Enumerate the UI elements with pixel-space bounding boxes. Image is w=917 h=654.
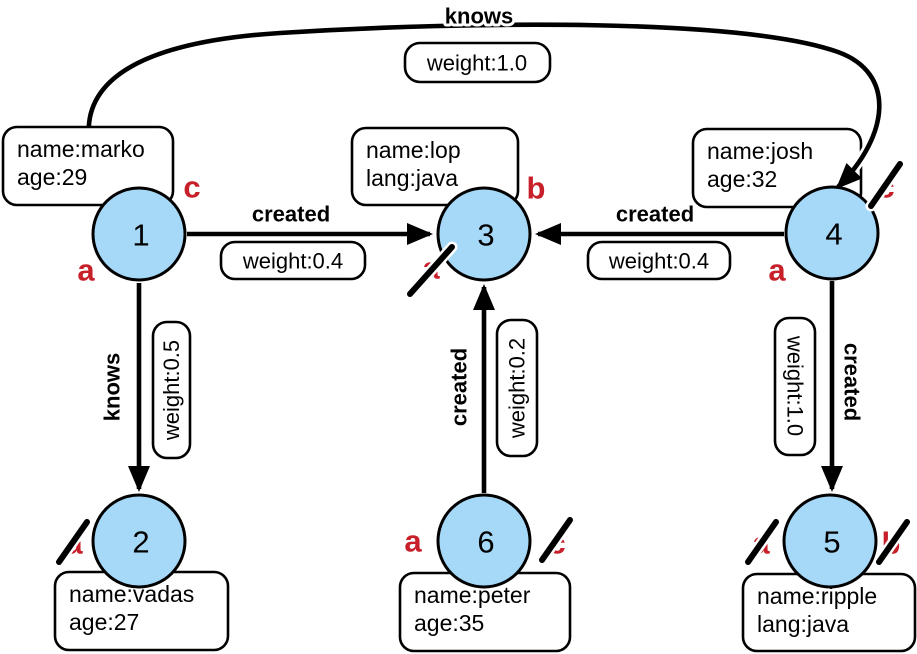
vertex-6: 6: [436, 493, 532, 589]
vertex-id: 5: [823, 525, 840, 560]
weight-box-knows-1-2: weight:0.5: [151, 320, 192, 460]
slash-c-vertex-6: [536, 514, 576, 566]
slash-a-vertex-2: [53, 516, 93, 568]
vertex-id: 6: [477, 525, 494, 560]
vertex-5: 5: [782, 493, 878, 589]
edge-label-knows-1-2: knows: [100, 353, 125, 421]
edge-label-created-1-3: created: [252, 202, 330, 227]
weight-box-knows-top: weight:1.0: [403, 41, 552, 84]
edge-label-knows-top: knows: [445, 4, 513, 29]
property-text: age:35: [414, 610, 484, 636]
edge-label-created-4-3: created: [616, 202, 694, 227]
step-label-a-vertex-6: a: [404, 524, 422, 559]
weight-text: weight:0.4: [242, 249, 343, 274]
vertex-id: 2: [132, 525, 149, 560]
vertex-1: 1: [91, 186, 187, 282]
property-box-ripple: name:ripple lang:java: [741, 572, 917, 653]
vertex-id: 3: [477, 218, 494, 253]
property-text: name:marko: [17, 136, 145, 162]
step-label-b-vertex-3: b: [527, 171, 546, 206]
weight-box-created-1-3: weight:0.4: [219, 240, 367, 281]
vertex-2: 2: [91, 493, 187, 589]
weight-text: weight:1.0: [426, 51, 527, 76]
edge-label-created-4-5: created: [840, 343, 865, 421]
weight-text: weight:0.2: [505, 338, 530, 439]
property-text: age:29: [17, 164, 87, 190]
weight-box-created-4-3: weight:0.4: [586, 240, 732, 281]
weight-box-created-4-5: weight:1.0: [773, 316, 817, 457]
slash-a-vertex-5: [742, 516, 782, 568]
weight-text: weight:1.0: [783, 335, 808, 436]
slash-a-vertex-3: [404, 241, 458, 300]
property-text: age:27: [69, 609, 139, 635]
vertex-3: 3: [436, 186, 532, 282]
property-text: name:ripple: [757, 583, 877, 609]
step-label-c-vertex-1: c: [183, 170, 200, 205]
property-text: name:lop: [366, 137, 461, 163]
property-text: name:josh: [707, 138, 813, 164]
property-box-marko: name:marko age:29: [1, 125, 175, 207]
property-text: age:32: [707, 166, 777, 192]
weight-box-created-6-3: weight:0.2: [495, 318, 539, 458]
step-label-a-vertex-1: a: [77, 253, 95, 288]
vertex-4: 4: [784, 185, 880, 281]
vertex-id: 4: [825, 217, 842, 252]
vertex-id: 1: [132, 218, 149, 253]
slash-b-vertex-5: [873, 516, 913, 568]
slash-c-vertex-4: [865, 158, 906, 212]
property-box-vadas: name:vadas age:27: [53, 570, 230, 652]
edge-label-created-6-3: created: [447, 348, 472, 426]
property-text: lang:java: [366, 165, 458, 191]
weight-text: weight:0.4: [608, 249, 709, 274]
property-box-lop: name:lop lang:java: [350, 126, 520, 207]
weight-text: weight:0.5: [159, 340, 184, 441]
property-text: lang:java: [757, 611, 849, 637]
step-label-a-vertex-4: a: [768, 253, 786, 288]
edge-knows-1-4: [83, 19, 885, 207]
